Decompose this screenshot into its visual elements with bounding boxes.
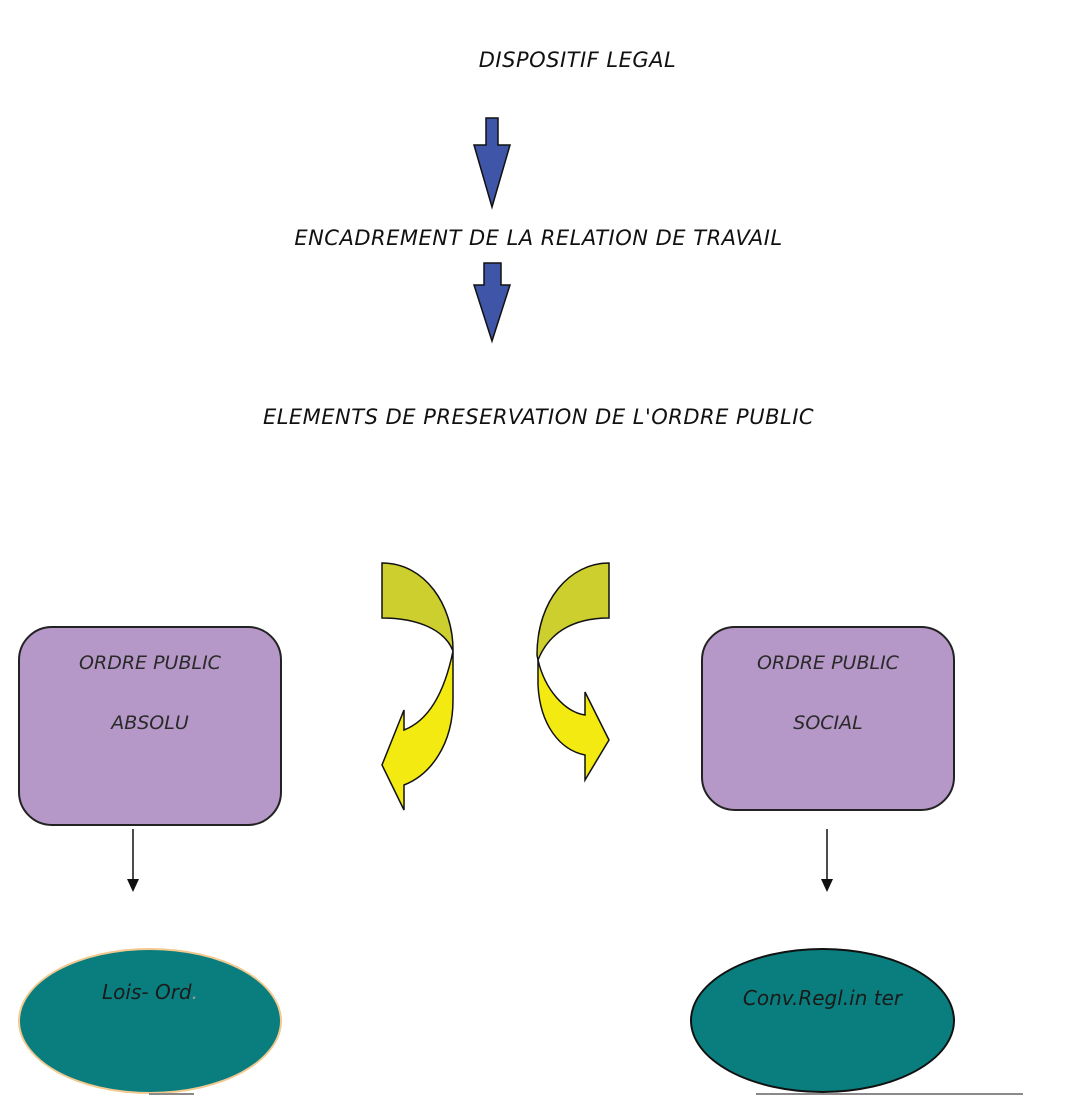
box-left-line1: ORDRE PUBLIC [79, 652, 221, 674]
box-right-line2: SOCIAL [793, 712, 863, 734]
box-right-line1: ORDRE PUBLIC [757, 652, 899, 674]
ellipse-left-label: Lois- Ord. [20, 980, 280, 1004]
thin-arrow-down-icon [127, 829, 139, 892]
block-arrow-down-icon [472, 262, 512, 344]
ellipse-lois-ord: Lois- Ord. [18, 948, 282, 1094]
block-arrow-down-icon [473, 117, 511, 210]
heading-elements-preservation: ELEMENTS DE PRESERVATION DE L'ORDRE PUBL… [262, 405, 815, 429]
title-dispositif-legal: DISPOSITIF LEGAL [478, 48, 677, 72]
ellipse-left-suffix: . [191, 980, 198, 1004]
heading-encadrement: ENCADREMENT DE LA RELATION DE TRAVAIL [294, 226, 783, 250]
underline-right [756, 1093, 1023, 1095]
ellipse-conv-regl-inter: Conv.Regl.in ter [690, 948, 955, 1093]
curved-arrow-down-right-icon [536, 562, 610, 783]
ellipse-left-text: Lois- Ord [102, 980, 192, 1004]
ellipse-right-label: Conv.Regl.in ter [742, 986, 903, 1010]
box-ordre-public-social: ORDRE PUBLIC SOCIAL [701, 626, 955, 811]
thin-arrow-down-icon [821, 829, 833, 892]
box-ordre-public-absolu: ORDRE PUBLIC ABSOLU [18, 626, 282, 826]
underline-left [149, 1093, 194, 1095]
box-left-line2: ABSOLU [111, 712, 189, 734]
curved-arrow-down-left-icon [381, 562, 454, 811]
